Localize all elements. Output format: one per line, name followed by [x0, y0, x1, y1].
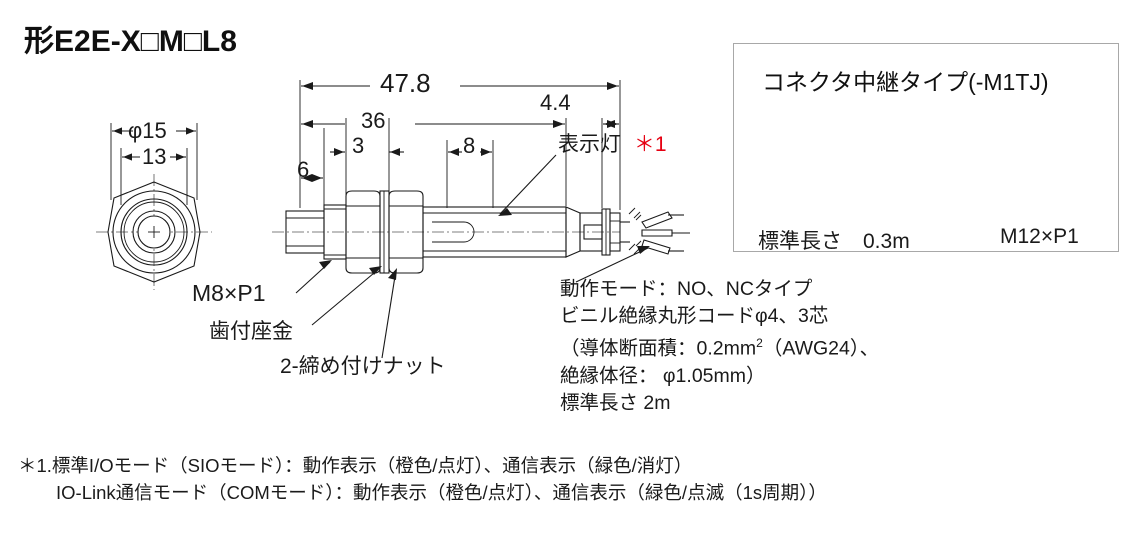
dim-thread-front: 6 — [297, 157, 310, 182]
callout-thread-m8: M8×P1 — [192, 280, 266, 306]
spec-line-5: 標準長さ 2m — [560, 391, 671, 414]
spec-line-3-prefix: （導体断面積：0.2mm — [560, 337, 757, 360]
dim-tip-length: 4.4 — [540, 90, 571, 115]
inset-label-thread: M12×P1 — [1000, 225, 1079, 248]
spec-line-3-superscript: 2 — [756, 336, 763, 350]
main-side-view — [272, 190, 690, 274]
spec-line-1: 動作モード：NO、NCタイプ — [560, 278, 813, 300]
footnote-marker-1: ＊1 — [633, 133, 667, 156]
dim-phi15: φ15 — [128, 118, 167, 143]
inset-title: コネクタ中継タイプ(-M1TJ) — [762, 69, 1049, 95]
spec-line-3-suffix: （AWG24）、 — [762, 337, 880, 360]
footnote-block: ＊1.標準I/Oモード（SIOモード）：動作表示（橙色/点灯）、通信表示（緑色/… — [18, 452, 827, 506]
dim-nut-span: 3 — [352, 133, 365, 158]
spec-line-4: 絶縁体径： φ1.05mm） — [560, 364, 766, 387]
callout-tightening-nuts: 2-締め付けナット — [280, 355, 446, 378]
dim-rear-section: 8 — [463, 133, 476, 158]
footnote-line-2: IO-Link通信モード（COMモード）：動作表示（橙色/点灯）、通信表示（緑色… — [56, 482, 827, 503]
dim-13: 13 — [142, 144, 167, 169]
dim-total-length: 47.8 — [380, 68, 431, 98]
connector-inset-panel — [733, 43, 1119, 252]
footnote-line-1: ＊1.標準I/Oモード（SIOモード）：動作表示（橙色/点灯）、通信表示（緑色/… — [18, 455, 693, 476]
callout-indicator-label: 表示灯 — [558, 133, 621, 156]
callout-toothed-washer: 歯付座金 — [209, 320, 293, 343]
spec-line-3: （導体断面積：0.2mm2（AWG24）、 — [560, 330, 879, 363]
spec-line-2: ビニル絶縁丸形コードφ4、3芯 — [560, 305, 829, 327]
cable-spec-block: 動作モード：NO、NCタイプ ビニル絶縁丸形コードφ4、3芯 （導体断面積：0.… — [560, 276, 879, 417]
inset-label-cable-length: 標準長さ 0.3m — [758, 230, 910, 253]
page-title: 形E2E-X□M□L8 — [24, 25, 237, 58]
dim-body-length: 36 — [361, 108, 386, 133]
callout-indicator: 表示灯 ＊1 — [558, 128, 667, 158]
